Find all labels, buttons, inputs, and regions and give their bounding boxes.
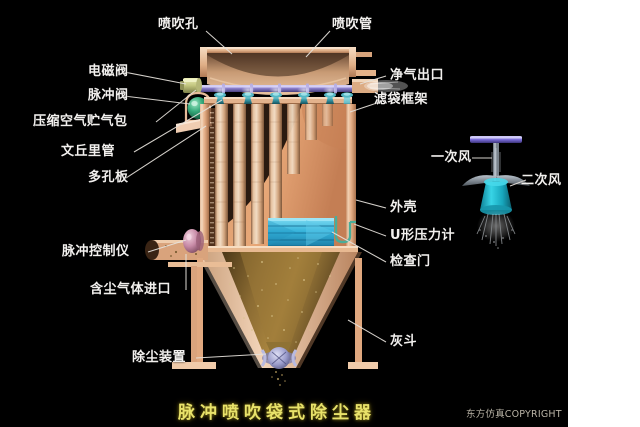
filter-bag [233,104,246,246]
leader-pulse-valve [123,95,191,105]
clean-gas-outlet [352,79,408,93]
secondary-air-wing-right [496,175,530,186]
leader-compressed-air-tank [155,89,197,123]
label-secondary-air: 二次风 [521,173,562,188]
blow-hole-jets [213,86,337,94]
solenoid-valve [180,78,202,93]
copyright-notice: 东方仿真COPYRIGHT [466,409,562,420]
label-solenoid-valve: 电磁阀 [88,64,129,79]
nozzle-spray [476,210,516,249]
support-frame [168,258,378,369]
u-tube-manometer [334,216,356,244]
filter-bag-row [215,104,333,246]
leader-filter-bag-cage [349,99,387,113]
filter-bag [215,104,228,246]
label-dust-discharge-device: 除尘装置 [132,350,187,365]
nozzle-cone [480,182,512,210]
leader-ash-hopper [347,319,387,343]
filter-bag [287,104,300,174]
baghouse-assembly [145,47,408,386]
label-blow-hole: 喷吹孔 [158,17,199,32]
leader-secondary-air [509,179,527,187]
leader-clean-gas-outlet [359,75,387,85]
leader-solenoid-valve [123,71,187,85]
ash-hopper [196,252,362,368]
leader-pulse-controller [147,239,187,253]
leader-lines [123,30,527,359]
diagram-canvas: 喷吹孔 喷吹管 电磁阀 脉冲阀 压缩空气贮气包 文丘里管 多孔板 净气出口 滤袋… [0,0,568,427]
leader-venturi-tube [133,99,223,153]
leader-shell [355,199,387,209]
label-compressed-air-tank: 压缩空气贮气包 [33,114,128,129]
secondary-air-wing-left [462,175,496,186]
housing-roof [200,47,376,77]
pulse-controller [183,229,204,253]
label-shell: 外壳 [390,200,418,215]
filter-bag [305,104,317,140]
filter-bag [269,104,282,236]
leader-inspection-door [331,231,387,263]
label-venturi-tube: 文丘里管 [61,144,116,159]
label-inspection-door: 检查门 [390,254,431,269]
dust-discharge-device [260,342,298,386]
leader-u-tube-manometer [353,223,387,237]
filter-bag [322,104,333,126]
label-u-tube-manometer: U形压力计 [390,228,456,243]
venturi-tube [270,92,282,104]
label-dusty-gas-inlet: 含尘气体进口 [90,282,172,297]
label-perforated-plate: 多孔板 [88,170,129,185]
air-nozzle-detail [462,136,530,249]
figure-title: 脉冲喷吹袋式除尘器 [178,403,376,423]
leader-perforated-plate [125,125,207,179]
label-pulse-valve: 脉冲阀 [88,88,129,103]
label-blow-pipe: 喷吹管 [332,17,373,32]
label-ash-hopper: 灰斗 [390,334,418,349]
leader-blow-pipe [305,30,331,58]
leader-blow-hole [205,30,233,55]
label-clean-gas-outlet: 净气出口 [390,68,445,83]
shell-wall-microtext [209,108,215,258]
filter-bag [251,104,264,244]
label-primary-air: 一次风 [431,150,472,165]
equipment-illustration [123,30,530,386]
label-filter-bag-cage: 滤袋框架 [374,92,429,107]
venturi-tube [324,92,336,104]
body-bottom-flange [200,246,358,252]
shell [200,104,356,262]
leader-dust-discharge-device [195,353,267,359]
primary-air-stream [491,148,501,176]
clean-gas-plenum [207,53,349,95]
label-pulse-controller: 脉冲控制仪 [62,244,130,259]
